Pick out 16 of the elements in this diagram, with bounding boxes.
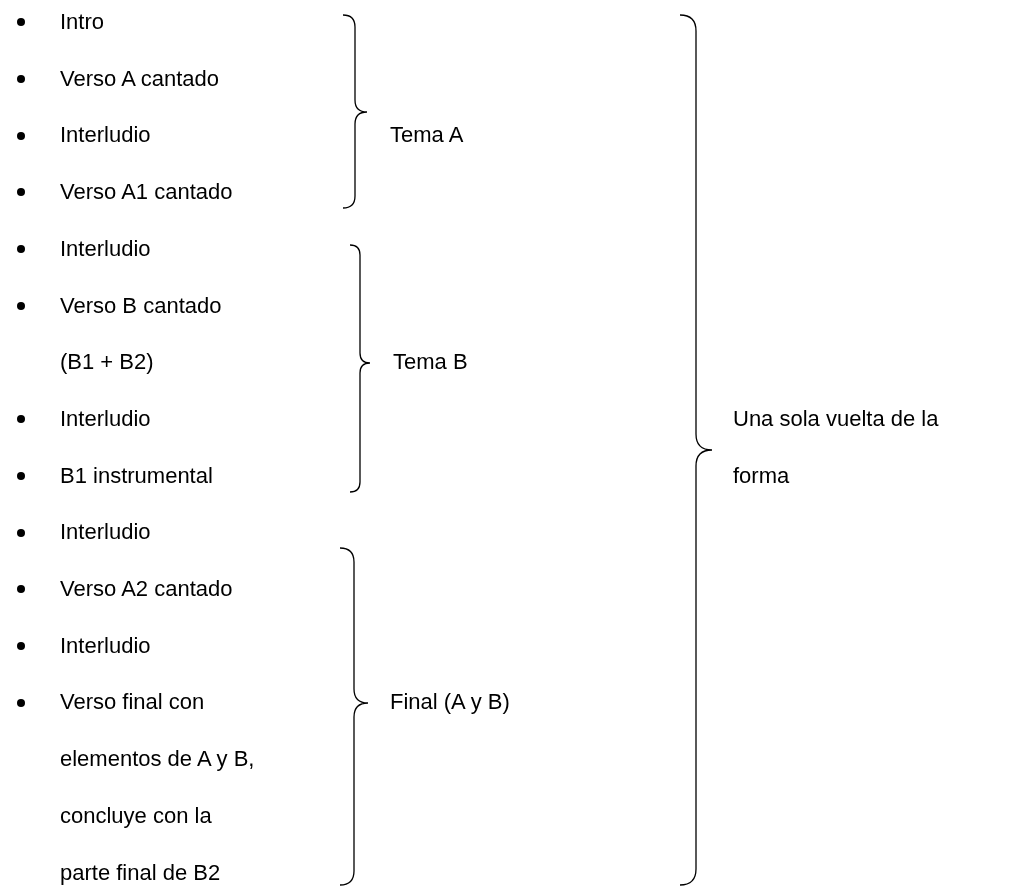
section-label: Tema A	[390, 121, 465, 150]
list-item-text: Intro	[60, 8, 106, 36]
section-label: Tema B	[393, 348, 469, 377]
list-item-text: Interludio	[60, 121, 152, 150]
list-item-text: Verso final con elementos de A y B, concluye con la parte final de B2	[60, 688, 256, 887]
list-item-text: Verso A cantado	[60, 64, 221, 93]
list-item-text: Verso B cantado (B1 + B2)	[60, 291, 223, 377]
section-label: Final (A y B)	[390, 688, 511, 717]
list-item-text: Interludio	[60, 518, 152, 547]
list-item-text: B1 instrumental	[60, 461, 214, 490]
list-item-text: Verso A1 cantado	[60, 178, 234, 207]
summary-label: Una sola vuelta de la forma	[733, 404, 940, 490]
list-item-text: Interludio	[60, 631, 152, 660]
list-item-text: Interludio	[60, 404, 152, 433]
list-item-text: Verso A2 cantado	[60, 575, 234, 603]
list-item-text: Interludio	[60, 234, 152, 263]
